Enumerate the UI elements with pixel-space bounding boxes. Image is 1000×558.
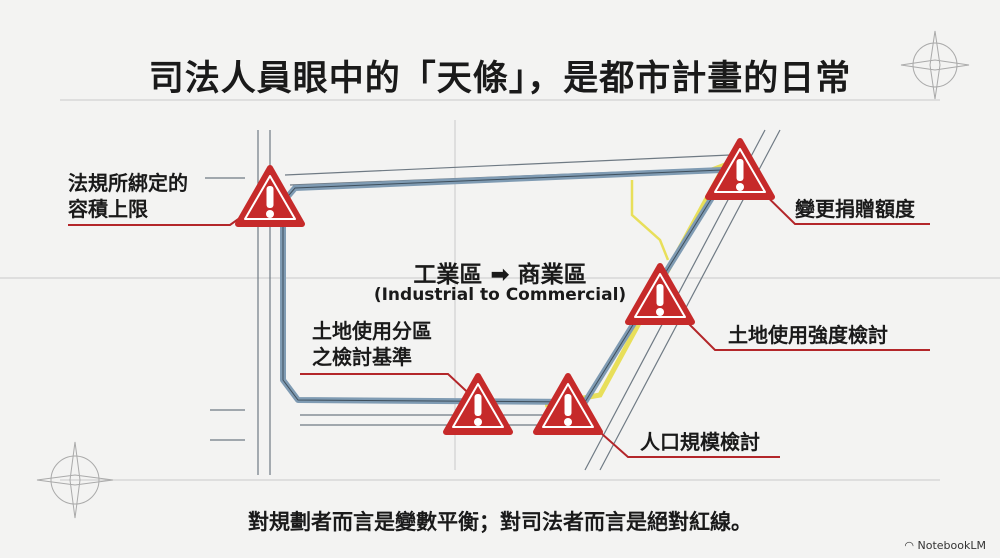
label-line: 法規所綁定的 xyxy=(68,171,188,195)
label-far-limit: 法規所綁定的 容積上限 xyxy=(68,170,188,222)
notebooklm-logo-icon: ◠ xyxy=(904,539,918,552)
warning-icon xyxy=(238,168,302,224)
brand-text: NotebookLM xyxy=(917,539,986,552)
page-title: 司法人員眼中的「天條」，是都市計畫的日常 xyxy=(148,59,852,99)
zoning-change-title: 工業區 ➡ 商業區 xyxy=(413,262,587,288)
conclusion-text: 對規劃者而言是變數平衡；對司法者而言是絕對紅線。 xyxy=(248,510,752,534)
compass-rose-icon xyxy=(36,441,114,519)
notebooklm-brand: ◠ NotebookLM xyxy=(904,539,986,552)
label-intensity: 土地使用強度檢討 xyxy=(728,323,888,347)
label-donation: 變更捐贈額度 xyxy=(795,197,915,221)
label-population: 人口規模檢討 xyxy=(640,430,760,454)
label-line: 之檢討基準 xyxy=(312,345,412,369)
highlight-parcel xyxy=(630,180,670,261)
label-line: 容積上限 xyxy=(68,197,148,221)
label-zoning: 土地使用分區 之檢討基準 xyxy=(312,318,432,370)
zoning-change-subtitle: (Industrial to Commercial) xyxy=(373,285,627,305)
label-line: 土地使用分區 xyxy=(312,319,432,343)
compass-rose-icon xyxy=(900,30,970,100)
